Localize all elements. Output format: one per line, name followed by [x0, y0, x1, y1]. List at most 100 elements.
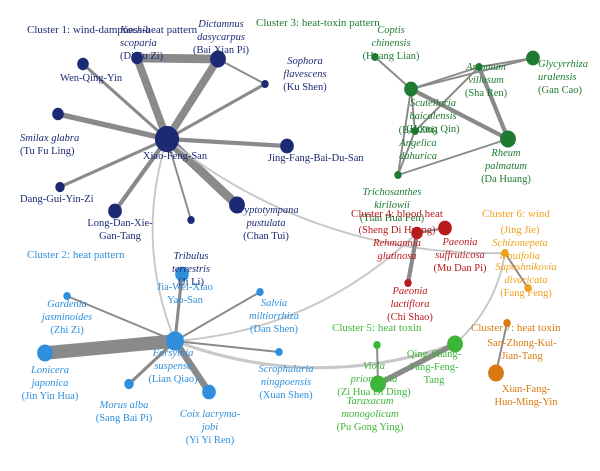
node-ldx[interactable]: [108, 203, 122, 219]
node-label-line: (Sha Ren): [465, 88, 508, 99]
node-tm[interactable]: [370, 375, 386, 393]
edge-dd-sf: [217, 58, 266, 85]
node-qsf[interactable]: [447, 335, 463, 353]
node-ma[interactable]: [124, 378, 134, 390]
edge-xfs-sf: [165, 82, 267, 141]
node-label-line: Kochia: [119, 25, 150, 36]
node-dgy[interactable]: [55, 181, 65, 193]
edge-fs-ma: [127, 339, 177, 386]
node-label-line: (Xuan Shen): [259, 390, 313, 401]
node-label-line: (Sheng Di Huang): [359, 225, 436, 236]
node-smx[interactable]: [256, 288, 264, 296]
node-wqy[interactable]: [77, 57, 89, 71]
node-label-ldx: Long-Dan-Xie-Gan-Tang: [87, 218, 153, 242]
node-label-line: Dang-Gui-Yin-Zi: [20, 194, 94, 205]
node-label-line: (Lian Qiao): [148, 374, 198, 385]
node-pl[interactable]: [404, 279, 412, 287]
node-st[interactable]: [501, 249, 509, 257]
node-label-line: Jia-Wei-Xiao: [157, 282, 213, 293]
node-sb[interactable]: [404, 81, 418, 97]
node-label-wqy: Wen-Qing-Yin: [60, 73, 123, 84]
node-label-xfh: Xian-Fang-Huo-Ming-Yin: [495, 384, 559, 408]
node-jwx[interactable]: [175, 266, 189, 282]
edge-av-gu: [478, 57, 534, 68]
node-label-line: Schizonepeta: [492, 238, 547, 249]
edge-rp-tk: [397, 138, 509, 176]
node-label-line: dasycarpus: [197, 32, 245, 43]
node-gj[interactable]: [63, 292, 71, 300]
node-label-line: Coix lacryma-: [180, 409, 241, 420]
node-scn[interactable]: [275, 348, 283, 356]
node-sg[interactable]: [52, 107, 64, 121]
node-gu[interactable]: [526, 50, 540, 66]
node-label-line: kirilowii: [374, 200, 410, 211]
node-label-line: (Sang Bai Pi): [96, 413, 153, 424]
node-label-line: (Huang Lian): [363, 51, 420, 62]
node-xfh[interactable]: [488, 364, 504, 382]
edge-sb-rp: [408, 86, 511, 142]
edge-ks-dd: [132, 53, 223, 64]
node-rg[interactable]: [411, 226, 423, 240]
node-ad[interactable]: [411, 127, 419, 135]
node-jfb[interactable]: [280, 138, 294, 154]
node-sf[interactable]: [261, 80, 269, 88]
node-label-line: (Dan Shen): [250, 324, 299, 335]
edge-xfs-st: [166, 138, 506, 255]
node-cc[interactable]: [371, 53, 379, 61]
node-label-line: (Jin Yin Hua): [22, 391, 79, 402]
edge-xfs-cp: [162, 134, 242, 210]
node-label-line: Paeonia: [392, 286, 428, 297]
edge-av-rp: [476, 64, 511, 142]
node-label-line: (Chan Tui): [243, 231, 289, 242]
node-label-line: Jian-Tang: [501, 351, 543, 362]
node-label-line: (Chi Shao): [387, 312, 433, 323]
node-dd[interactable]: [210, 50, 226, 68]
edge-fs-scn: [174, 340, 280, 353]
node-label-line: (Zi Hua Di Ding): [337, 387, 411, 398]
edge-rg-pl: [405, 230, 420, 286]
node-label-line: Smilax glabra: [20, 133, 79, 144]
node-label-line: Tang: [424, 375, 446, 386]
node-label-line: (Yi Yi Ren): [186, 435, 235, 446]
node-vp[interactable]: [373, 341, 381, 349]
node-label-line: (Fang Feng): [500, 288, 552, 299]
node-tk[interactable]: [394, 171, 402, 179]
node-av[interactable]: [475, 63, 483, 71]
node-sdv[interactable]: [524, 284, 532, 292]
cluster-title-c3: Cluster 3: heat-toxin pattern: [256, 17, 380, 29]
node-label-line: miltiorrhiza: [249, 311, 299, 322]
node-label-line: Coptis: [377, 25, 404, 36]
node-label-line: Xiao-Feng-San: [143, 151, 208, 162]
node-szk[interactable]: [503, 319, 511, 327]
node-tt[interactable]: [187, 216, 195, 224]
node-label-line: pustulata: [245, 218, 285, 229]
node-label-line: (Ji Li): [178, 277, 204, 288]
node-ks[interactable]: [131, 51, 143, 65]
node-ps[interactable]: [438, 220, 452, 236]
node-label-line: Scrophularia: [258, 364, 313, 375]
node-rp[interactable]: [500, 130, 516, 148]
edges-layer: [38, 53, 534, 396]
node-label-line: suspense: [154, 361, 192, 372]
node-xfs[interactable]: [154, 125, 180, 153]
node-fs[interactable]: [166, 331, 184, 351]
node-cp[interactable]: [229, 196, 245, 214]
node-cl[interactable]: [202, 384, 216, 400]
node-lj[interactable]: [37, 344, 53, 362]
node-label-line: palmatum: [484, 161, 527, 172]
node-label-line: Huo-Ming-Yin: [495, 397, 559, 408]
